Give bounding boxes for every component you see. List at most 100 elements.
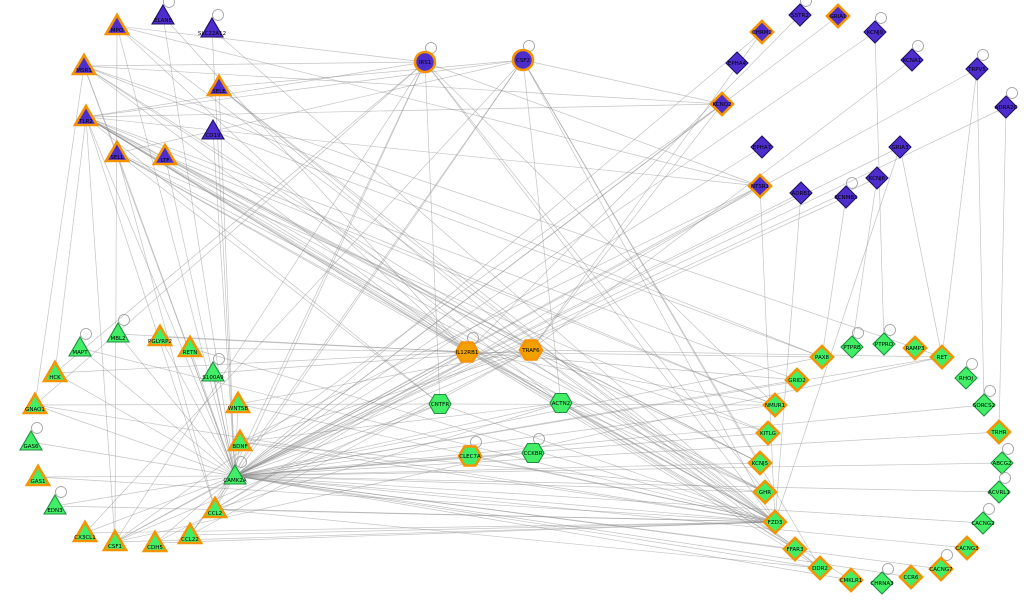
triangle-node-shape[interactable]: [21, 391, 49, 415]
node-pd15[interactable]: KCNJ6: [865, 166, 889, 190]
node-gd15[interactable]: GHR: [752, 479, 778, 505]
diamond-node-shape[interactable]: [838, 567, 864, 593]
diamond-node-shape[interactable]: [863, 20, 887, 44]
diamond-node-shape[interactable]: [928, 556, 954, 582]
diamond-node-shape[interactable]: [809, 344, 835, 370]
diamond-node-shape[interactable]: [840, 335, 864, 359]
triangle-node-shape[interactable]: [41, 359, 69, 383]
node-pd3[interactable]: GRIA1: [825, 3, 851, 29]
diamond-node-shape[interactable]: [825, 3, 851, 29]
node-gt3[interactable]: RETN: [176, 334, 204, 358]
triangle-node-shape[interactable]: [224, 390, 252, 414]
node-gt18[interactable]: CCL22: [176, 521, 204, 545]
node-pd5[interactable]: KCNA1: [900, 40, 924, 72]
node-pt2[interactable]: ELANE: [151, 0, 175, 25]
triangle-node-shape[interactable]: [70, 52, 98, 76]
triangle-node-shape[interactable]: [103, 139, 131, 163]
node-gt5[interactable]: HCK: [41, 359, 69, 383]
diamond-node-shape[interactable]: [749, 19, 775, 45]
node-gd12[interactable]: ABCG2: [990, 443, 1014, 475]
triangle-node-shape[interactable]: [103, 12, 131, 36]
triangle-node-shape[interactable]: [151, 142, 179, 166]
node-gt6[interactable]: S100A9: [201, 353, 225, 382]
node-gd2[interactable]: PTPRB: [840, 327, 864, 359]
node-gd3[interactable]: PTPRO: [872, 324, 896, 356]
node-h3[interactable]: CNTFR: [428, 393, 452, 415]
node-gd14[interactable]: ACVRL1: [987, 472, 1011, 504]
node-pt8[interactable]: SELL: [103, 139, 131, 163]
node-gd18[interactable]: CACNG3: [954, 535, 980, 561]
diamond-node-shape[interactable]: [902, 335, 928, 361]
node-gd9[interactable]: NMUR1: [762, 392, 788, 418]
node-gd6[interactable]: RHOJ: [954, 358, 978, 390]
diamond-node-shape[interactable]: [987, 480, 1011, 504]
diamond-node-shape[interactable]: [994, 95, 1018, 119]
node-gd21[interactable]: DDR2: [807, 555, 833, 581]
node-pt7[interactable]: CD19: [201, 118, 225, 140]
node-pc1[interactable]: IRS1: [413, 42, 437, 74]
node-h5[interactable]: CLEC7A: [457, 436, 483, 467]
triangle-node-shape[interactable]: [205, 73, 233, 97]
node-pd14[interactable]: KCNMB1: [834, 177, 858, 209]
node-gd16[interactable]: CACNG2: [971, 503, 995, 535]
triangle-node-shape[interactable]: [146, 323, 174, 347]
triangle-node-shape[interactable]: [176, 334, 204, 358]
node-gd13[interactable]: KCNJ5: [747, 450, 773, 476]
diamond-node-shape[interactable]: [788, 3, 812, 27]
circle-node-shape[interactable]: [413, 50, 437, 74]
node-gd8[interactable]: SORCS2: [972, 385, 996, 417]
node-pc2[interactable]: CSF2: [511, 40, 535, 72]
node-gd23[interactable]: CMKLR1: [838, 567, 864, 593]
node-pt9[interactable]: LTF: [151, 142, 179, 166]
node-gt13[interactable]: EDN3: [43, 486, 67, 515]
diamond-node-shape[interactable]: [709, 91, 735, 117]
triangle-node-shape[interactable]: [106, 321, 130, 343]
triangle-node-shape[interactable]: [226, 428, 254, 452]
diamond-node-shape[interactable]: [784, 367, 810, 393]
diamond-node-shape[interactable]: [834, 185, 858, 209]
triangle-node-shape[interactable]: [71, 519, 99, 543]
node-h2[interactable]: TRAF6: [518, 339, 544, 361]
node-gt15[interactable]: CX3CL1: [71, 519, 99, 543]
triangle-node-shape[interactable]: [176, 521, 204, 545]
triangle-node-shape[interactable]: [200, 16, 224, 38]
node-gd24[interactable]: CHRNA3: [870, 563, 894, 595]
node-pd10[interactable]: EPHA7: [750, 135, 774, 159]
diamond-node-shape[interactable]: [870, 571, 894, 595]
node-h1[interactable]: IL12RB1: [454, 332, 480, 363]
node-gd7[interactable]: GRID2: [784, 367, 810, 393]
diamond-node-shape[interactable]: [755, 420, 781, 446]
node-pd12[interactable]: NTSR1: [747, 173, 773, 199]
node-pd2[interactable]: SSTR2: [788, 0, 812, 27]
diamond-node-shape[interactable]: [747, 173, 773, 199]
triangle-node-shape[interactable]: [201, 360, 225, 382]
node-gd22[interactable]: CCR6: [898, 564, 924, 590]
node-pt4[interactable]: MSR1: [70, 52, 98, 76]
node-gt14[interactable]: CCL2: [201, 495, 229, 519]
triangle-node-shape[interactable]: [101, 528, 129, 552]
triangle-node-shape[interactable]: [151, 3, 175, 25]
hexagon-node-shape[interactable]: [518, 339, 544, 361]
diamond-node-shape[interactable]: [752, 479, 778, 505]
node-gd11[interactable]: KITLG: [755, 420, 781, 446]
node-pd13[interactable]: ADRB1: [789, 181, 813, 205]
diamond-node-shape[interactable]: [954, 535, 980, 561]
node-gt9[interactable]: GAS6: [19, 422, 43, 451]
node-pd1[interactable]: CHRM2: [749, 19, 775, 45]
hexagon-node-shape[interactable]: [457, 445, 483, 467]
diamond-node-shape[interactable]: [789, 181, 813, 205]
node-h4[interactable]: ACTN2: [549, 392, 573, 414]
node-gd10[interactable]: TRHR: [986, 419, 1012, 445]
diamond-node-shape[interactable]: [762, 392, 788, 418]
node-gt10[interactable]: BDNF: [226, 428, 254, 452]
node-gt4[interactable]: MAPT: [68, 328, 92, 357]
node-gt8[interactable]: WNT5B: [224, 390, 252, 414]
hexagon-node-shape[interactable]: [454, 341, 480, 363]
node-h6[interactable]: CCKBR: [521, 433, 545, 464]
node-pt3[interactable]: SLC22A12: [198, 9, 226, 38]
diamond-node-shape[interactable]: [972, 393, 996, 417]
diamond-node-shape[interactable]: [965, 57, 989, 81]
diamond-node-shape[interactable]: [807, 555, 833, 581]
